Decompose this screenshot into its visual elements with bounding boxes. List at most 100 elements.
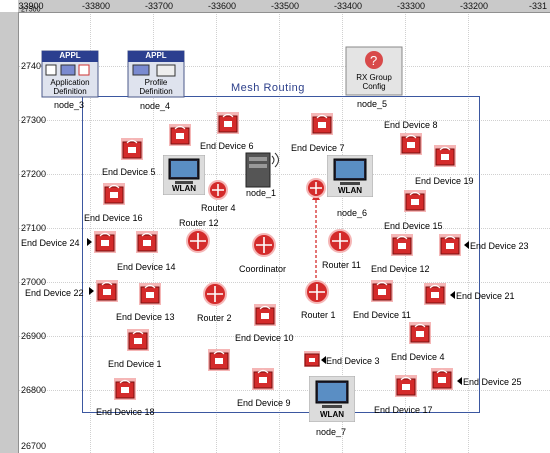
zigbee-end-device-icon — [400, 133, 422, 155]
end-device[interactable] — [121, 138, 143, 165]
application-definition-node[interactable]: APPL Application Definition node_3 — [41, 50, 99, 110]
pointer-arrow-icon — [450, 291, 455, 299]
y-ruler — [0, 12, 19, 453]
end-device[interactable] — [127, 329, 149, 356]
end-device-label: End Device 9 — [237, 398, 291, 408]
end-device-label: End Device 21 — [456, 291, 515, 301]
end-device[interactable] — [311, 113, 333, 140]
end-device-label: End Device 1 — [108, 359, 162, 369]
grid-line — [468, 12, 469, 453]
router-label: Router 11 — [322, 260, 361, 270]
end-device[interactable] — [103, 183, 125, 210]
subnet-boundary — [82, 96, 480, 413]
x-tick-label: -33300 — [396, 1, 426, 11]
end-device[interactable] — [136, 231, 158, 258]
end-device[interactable] — [96, 280, 118, 307]
rx-group-config-node[interactable]: ? RX Group Config node_5 — [345, 46, 403, 109]
coordinator[interactable] — [251, 232, 277, 263]
x-tick-label: -33400 — [333, 1, 363, 11]
y-tick-label: 26800 — [21, 385, 47, 395]
end-device[interactable] — [217, 112, 239, 139]
end-device-label: End Device 17 — [374, 405, 433, 415]
grid-line — [18, 282, 550, 283]
wlan-node[interactable]: WLAN node_7 — [308, 375, 356, 437]
y-tick-label: 27200 — [21, 169, 47, 179]
node-name: node_4 — [140, 101, 171, 111]
end-device[interactable] — [254, 304, 276, 331]
wlan-label: WLAN — [172, 184, 196, 193]
zigbee-end-device-icon — [431, 368, 453, 390]
end-device[interactable] — [400, 133, 422, 160]
zigbee-end-device-icon — [103, 183, 125, 205]
zigbee-end-device-icon — [439, 234, 461, 256]
router[interactable] — [327, 228, 353, 259]
node-label: Definition — [53, 87, 87, 96]
x-tick-label: -33600 — [207, 1, 237, 11]
profile-definition-node[interactable]: APPL Profile Definition node_4 — [127, 50, 185, 111]
zigbee-end-device-icon — [136, 231, 158, 253]
end-device-label: End Device 8 — [384, 120, 438, 130]
end-device[interactable] — [252, 368, 274, 395]
end-device[interactable] — [391, 234, 413, 261]
zigbee-end-device-icon — [409, 322, 431, 344]
end-device[interactable] — [169, 124, 191, 151]
router[interactable] — [202, 281, 228, 312]
zigbee-end-device-icon — [252, 368, 274, 390]
zigbee-end-device-icon — [96, 280, 118, 302]
end-device[interactable] — [439, 234, 461, 261]
node-label: Definition — [139, 87, 173, 96]
x-tick-label: -33200 — [459, 1, 489, 11]
grid-line — [216, 12, 217, 453]
router[interactable] — [304, 279, 330, 310]
question-icon: ? — [345, 46, 403, 96]
end-device[interactable] — [431, 368, 453, 395]
grid-line — [18, 66, 550, 67]
end-device[interactable] — [395, 375, 417, 402]
zigbee-end-device-icon — [169, 124, 191, 146]
wlan-node[interactable]: WLAN node_6 — [326, 154, 374, 218]
end-device[interactable] — [404, 190, 426, 217]
y-tick-label: 26700 — [21, 441, 47, 451]
grid-line — [18, 228, 550, 229]
server-node[interactable]: node_1 — [244, 150, 280, 198]
end-device[interactable] — [371, 280, 393, 307]
zigbee-end-device-icon — [311, 113, 333, 135]
end-device[interactable] — [208, 349, 230, 376]
end-device-label: End Device 22 — [25, 288, 84, 298]
router[interactable] — [208, 180, 228, 205]
x-tick-label: -331 — [528, 1, 548, 11]
zigbee-end-device-icon — [304, 351, 320, 367]
end-device[interactable] — [94, 231, 116, 258]
end-device-label: End Device 16 — [84, 213, 143, 223]
end-device[interactable] — [434, 145, 456, 172]
pointer-arrow-icon — [457, 377, 462, 385]
router[interactable] — [185, 228, 211, 259]
grid-line — [279, 12, 280, 453]
pointer-arrow-icon — [89, 287, 94, 295]
end-device[interactable] — [424, 283, 446, 310]
end-device[interactable] — [409, 322, 431, 349]
zigbee-end-device-icon — [395, 375, 417, 397]
appl-badge: APPL — [145, 51, 167, 60]
subnet-title: Mesh Routing — [231, 82, 305, 94]
router-icon — [208, 180, 228, 200]
node-label: RX Group — [356, 73, 392, 82]
router-label: Router 2 — [197, 313, 232, 323]
node-name: node_3 — [54, 100, 85, 110]
node-name: node_7 — [316, 427, 347, 437]
router-icon — [186, 229, 210, 253]
server-icon — [245, 152, 279, 188]
zigbee-end-device-icon — [254, 304, 276, 326]
end-device[interactable] — [114, 378, 136, 405]
router[interactable] — [306, 178, 326, 203]
end-device[interactable] — [139, 283, 161, 310]
grid-line — [18, 174, 550, 175]
zigbee-end-device-icon — [127, 329, 149, 351]
wlan-node[interactable]: WLAN — [162, 154, 206, 200]
end-device[interactable] — [304, 351, 320, 372]
end-device-label: End Device 24 — [21, 238, 80, 248]
grid-line — [90, 12, 91, 453]
end-device-label: End Device 13 — [116, 312, 175, 322]
zigbee-end-device-icon — [424, 283, 446, 305]
